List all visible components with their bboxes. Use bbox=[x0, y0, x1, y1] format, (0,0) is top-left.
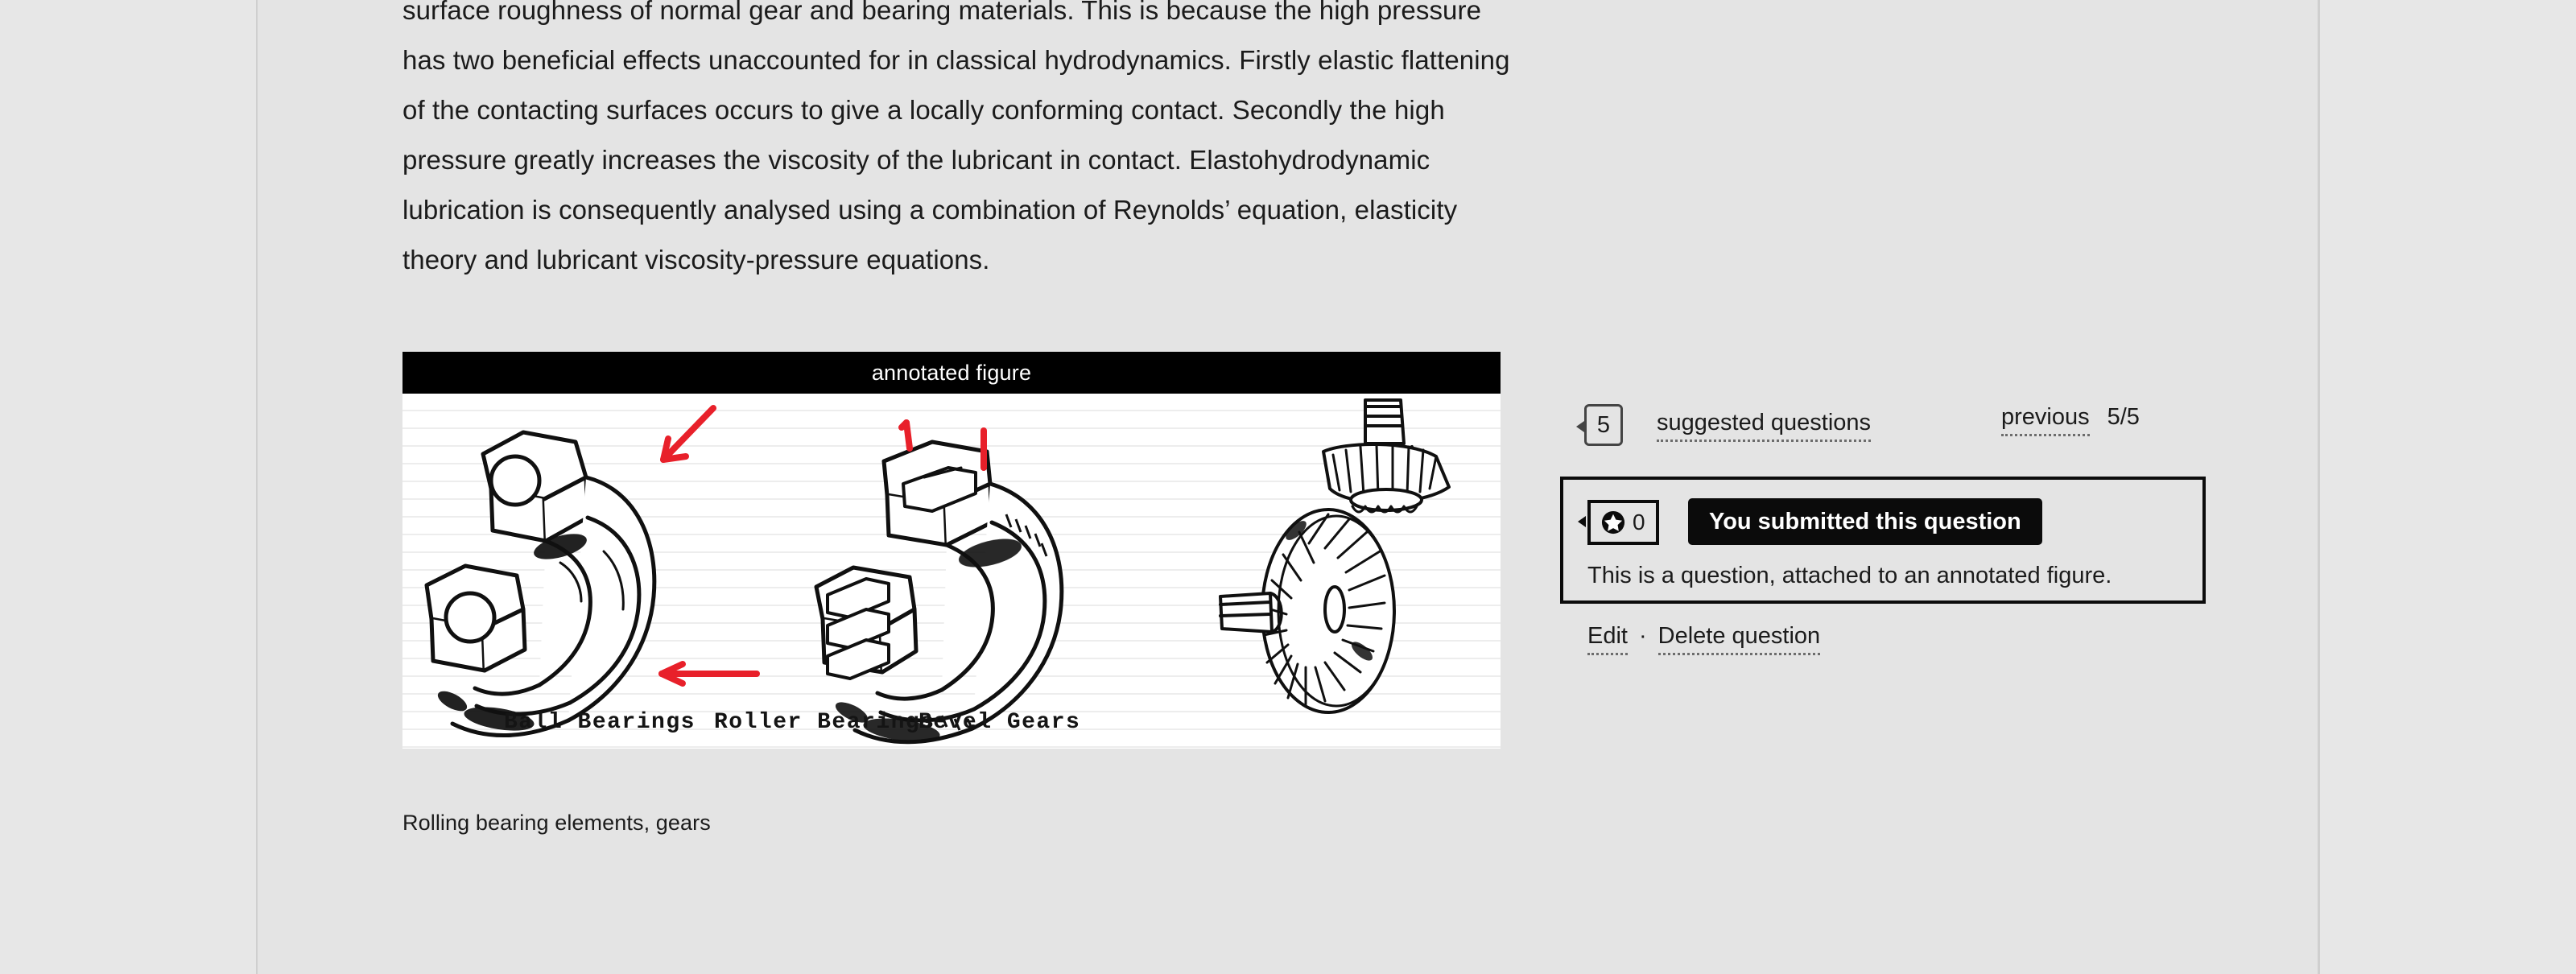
previous-page-link[interactable]: previous bbox=[2001, 404, 2090, 436]
figure-label-ball-bearings: Ball Bearings bbox=[504, 710, 696, 735]
figure-image-canvas: Ball Bearings Roller Bearings Bevel Gear… bbox=[402, 394, 1501, 749]
suggested-chip-pointer-icon bbox=[1576, 421, 1584, 432]
pagination: previous 5/5 bbox=[2001, 404, 2140, 436]
right-column-divider bbox=[2318, 0, 2320, 974]
article-body: surface roughness of normal gear and bea… bbox=[402, 0, 1513, 285]
figure-caption: Rolling bearing elements, gears bbox=[402, 811, 711, 835]
delete-question-link[interactable]: Delete question bbox=[1657, 623, 1821, 655]
submitted-status-label: You submitted this question bbox=[1709, 508, 2021, 534]
roller-bearing-illustration bbox=[814, 419, 1064, 745]
vote-score-chip[interactable]: 0 bbox=[1587, 500, 1659, 545]
suggested-questions-count: 5 bbox=[1596, 411, 1611, 438]
vote-count: 0 bbox=[1633, 510, 1645, 534]
figure-header-title: annotated figure bbox=[871, 360, 1032, 385]
page-counter: 5/5 bbox=[2107, 404, 2140, 430]
figure-header-bar: annotated figure bbox=[402, 352, 1501, 394]
figure-label-bevel-gears: Bevel Gears bbox=[919, 710, 1081, 735]
suggested-questions-count-chip[interactable]: 5 bbox=[1584, 404, 1623, 446]
suggested-questions-row: 5 suggested questions previous 5/5 bbox=[1560, 396, 2204, 459]
question-text: This is a question, attached to an annot… bbox=[1587, 563, 2112, 588]
question-card: 0 You submitted this question This is a … bbox=[1560, 477, 2206, 655]
question-panel: 5 suggested questions previous 5/5 0 You… bbox=[1560, 396, 2206, 655]
edit-question-link[interactable]: Edit bbox=[1587, 623, 1628, 655]
vote-chip-pointer-icon bbox=[1578, 516, 1586, 527]
annotated-figure: annotated figure bbox=[402, 352, 1501, 749]
question-card-actions: Edit · Delete question bbox=[1587, 623, 1821, 655]
suggested-questions-link[interactable]: suggested questions bbox=[1657, 410, 1872, 442]
ball-bearing-illustration bbox=[424, 405, 760, 738]
bevel-gears-illustration bbox=[1219, 398, 1451, 714]
article-paragraph: surface roughness of normal gear and bea… bbox=[402, 0, 1510, 274]
action-separator: · bbox=[1638, 623, 1647, 649]
star-badge-icon bbox=[1601, 510, 1625, 534]
submitted-status-badge: You submitted this question bbox=[1688, 498, 2042, 545]
question-card-header: 0 You submitted this question bbox=[1563, 498, 2202, 550]
left-column-divider bbox=[256, 0, 258, 974]
figure-label-roller-bearings: Roller Bearings bbox=[714, 710, 935, 735]
